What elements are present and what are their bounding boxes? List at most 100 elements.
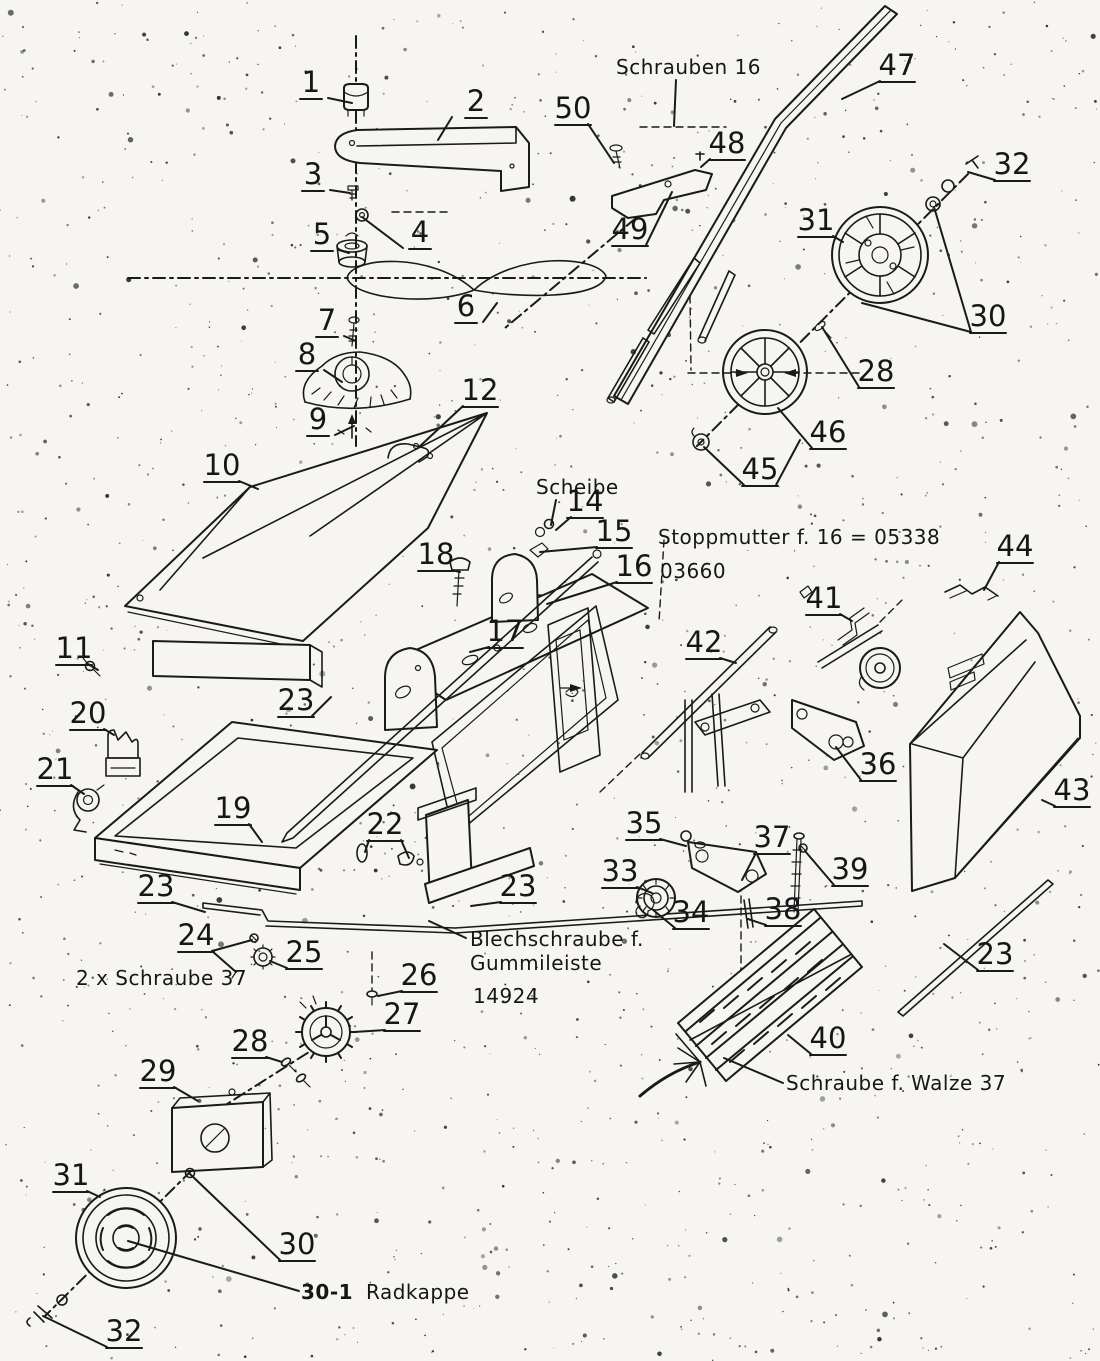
speck-dot — [222, 243, 226, 246]
speck-dot — [793, 550, 796, 552]
speck-dot — [536, 966, 539, 969]
speck-dot — [640, 409, 642, 412]
speck-dot — [376, 836, 378, 838]
speck-dot — [707, 800, 710, 802]
speck-dot — [954, 48, 957, 50]
speck-dot — [788, 826, 791, 828]
speck-dot — [171, 64, 174, 67]
speck-dot — [501, 1000, 505, 1003]
speck-dot — [763, 1142, 765, 1145]
speck-dot — [1067, 339, 1070, 342]
speck-dot — [900, 493, 903, 496]
speck-dot — [555, 438, 558, 440]
speck-dot — [498, 1132, 501, 1134]
speck-dot — [375, 1157, 378, 1160]
leader-line — [189, 1173, 281, 1261]
part-number-label: 23 — [138, 869, 175, 903]
speck-dot — [118, 542, 121, 545]
speck-dot — [642, 65, 644, 67]
speck-dot — [57, 883, 60, 886]
speck-dot — [118, 396, 121, 399]
speck-dot — [98, 606, 101, 609]
speck-dot — [571, 195, 574, 198]
speck-dot — [819, 1096, 826, 1102]
speck-dot — [868, 730, 871, 733]
speck-dot — [175, 63, 178, 65]
speck-dot — [983, 887, 986, 890]
speck-dot — [851, 474, 854, 478]
speck-dot — [521, 754, 525, 758]
speck-dot — [676, 770, 680, 773]
speck-dot — [32, 357, 35, 359]
speck-dot — [572, 1160, 576, 1165]
speck-dot — [370, 1292, 372, 1294]
speck-dot — [31, 67, 34, 70]
leader-line — [747, 918, 767, 926]
leader-line — [651, 908, 676, 929]
speck-dot — [387, 1271, 390, 1274]
speck-dot — [1017, 359, 1020, 362]
speck-dot — [1047, 1206, 1049, 1208]
speck-dot — [971, 421, 978, 428]
speck-dot — [696, 417, 699, 419]
speck-dot — [293, 1104, 295, 1106]
speck-dot — [860, 1067, 864, 1070]
speck-dot — [939, 249, 943, 253]
leader-line — [42, 1315, 108, 1348]
speck-dot — [640, 1054, 643, 1056]
speck-dot — [53, 776, 56, 779]
speck-dot — [797, 495, 799, 497]
speck-dot — [22, 49, 26, 52]
speck-dot — [824, 273, 826, 275]
speck-dot — [532, 904, 535, 906]
speck-dot — [924, 417, 928, 420]
speck-dot — [1080, 1350, 1082, 1352]
speck-dot — [55, 758, 57, 760]
speck-dot — [352, 687, 354, 690]
speck-dot — [619, 1016, 622, 1019]
speck-dot — [811, 1148, 814, 1151]
speck-dot — [522, 668, 525, 671]
speck-dot — [982, 66, 985, 69]
speck-dot — [245, 73, 249, 77]
speck-dot — [481, 1227, 487, 1232]
speck-dot — [662, 619, 664, 621]
speck-dot — [20, 50, 24, 54]
leader-line — [86, 1190, 101, 1198]
speck-dot — [220, 365, 223, 367]
speck-dot — [416, 230, 420, 233]
speck-dot — [576, 1018, 579, 1021]
speck-dot — [1097, 969, 1100, 972]
speck-dot — [862, 137, 866, 140]
speck-dot — [1050, 49, 1053, 53]
part-number-label: 28 — [858, 354, 895, 388]
speck-dot — [193, 1238, 197, 1241]
speck-dot — [91, 976, 95, 979]
speck-dot — [883, 192, 888, 196]
speck-dot — [537, 73, 540, 76]
speck-dot — [997, 1226, 1001, 1230]
speck-dot — [624, 73, 628, 76]
speck-dot — [762, 682, 767, 687]
speck-dot — [87, 984, 90, 987]
speck-dot — [496, 311, 499, 314]
speck-dot — [414, 841, 416, 843]
speck-dot — [988, 25, 991, 29]
speck-dot — [269, 117, 272, 120]
speck-dot — [476, 1208, 480, 1212]
speck-dot — [699, 224, 701, 227]
speck-dot — [644, 1204, 646, 1206]
speck-dot — [129, 1008, 131, 1010]
speck-dot — [910, 167, 916, 173]
speck-dot — [402, 555, 404, 557]
speck-dot — [729, 98, 732, 101]
speck-dot — [650, 1025, 653, 1028]
speck-dot — [781, 782, 784, 785]
speck-dot — [290, 158, 296, 164]
speck-dot — [356, 722, 358, 724]
speck-dot — [809, 626, 811, 628]
speck-dot — [489, 1053, 491, 1055]
speck-dot — [426, 100, 428, 103]
speck-dot — [437, 14, 441, 18]
speck-dot — [919, 24, 922, 27]
